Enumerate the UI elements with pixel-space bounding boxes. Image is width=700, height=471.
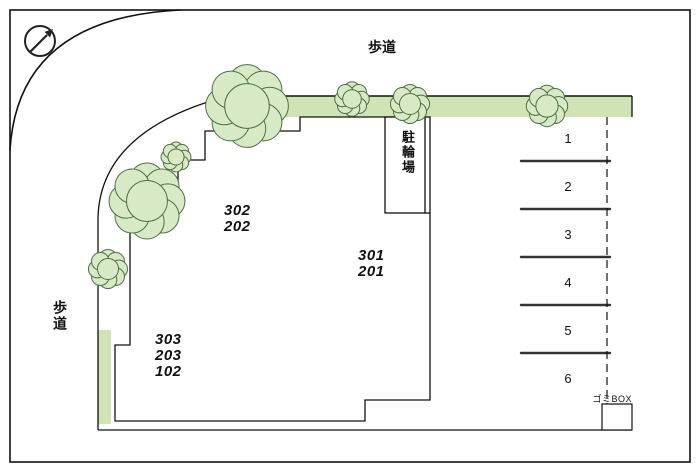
parking-space-number: 5	[564, 323, 572, 338]
road-curve	[9, 9, 181, 151]
parking-space-number: 1	[564, 131, 572, 146]
unit-number: 202	[224, 218, 251, 235]
garbage-box-label: ゴミBOX	[592, 394, 632, 404]
parking-space-number: 3	[564, 227, 572, 242]
north-arrow-icon	[24, 25, 56, 57]
west-boundary	[97, 95, 229, 430]
outer-frame	[9, 9, 691, 463]
bicycle-bay	[384, 116, 426, 214]
parking-space-number: 2	[564, 179, 572, 194]
garbage-box	[601, 403, 633, 431]
tree-icon	[206, 65, 289, 148]
landscape-strip-left	[98, 330, 111, 424]
unit-number: 203	[155, 347, 182, 364]
parking-space-number: 4	[564, 275, 572, 290]
unit-label-303-203-102: 303 203 102	[155, 332, 182, 380]
tree-icon	[335, 82, 370, 117]
parking-dividers	[519, 159, 612, 355]
tree-icon	[88, 249, 127, 288]
unit-label-302-202: 302 202	[224, 203, 251, 235]
unit-number: 303	[155, 331, 182, 348]
tree-icon	[390, 84, 429, 123]
parking-space-number: 6	[564, 371, 572, 386]
unit-number: 102	[155, 363, 182, 380]
tree-icon	[109, 163, 185, 239]
unit-label-301-201: 301 201	[358, 248, 385, 280]
unit-number: 201	[358, 263, 385, 280]
unit-number: 302	[224, 202, 251, 219]
unit-number: 301	[358, 247, 385, 264]
sidewalk-top-label: 歩道	[368, 39, 396, 55]
tree-icon	[526, 85, 567, 126]
sidewalk-left-label: 歩道	[52, 300, 68, 332]
tree-icon	[161, 142, 191, 172]
bicycle-parking-label: 駐輪場	[400, 130, 415, 175]
